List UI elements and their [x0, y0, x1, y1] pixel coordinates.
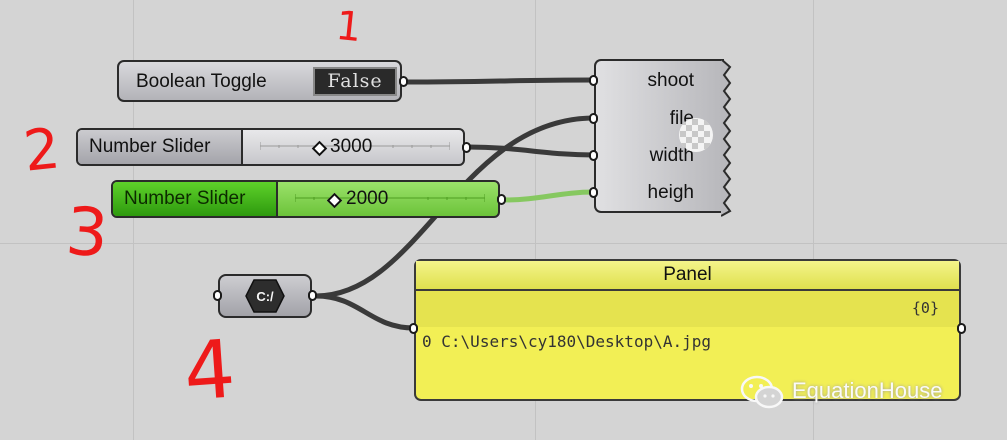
output-port[interactable]	[399, 76, 408, 87]
panel-title: Panel	[416, 261, 959, 291]
panel-value: C:\Users\cy180\Desktop\A.jpg	[441, 332, 711, 351]
annotation-3: 3	[63, 192, 111, 273]
panel-branch-strip	[416, 291, 959, 327]
panel-component[interactable]: Panel {0} 0 C:\Users\cy180\Desktop\A.jpg	[409, 259, 966, 401]
path-icon: C:/	[245, 279, 285, 313]
panel-index: 0	[422, 332, 432, 351]
output-port[interactable]	[462, 142, 471, 153]
annotation-4: 4	[180, 322, 239, 419]
wire-slider-width	[467, 144, 595, 158]
slider-label: Number Slider	[113, 182, 278, 216]
input-port[interactable]	[213, 290, 222, 301]
grid-line	[0, 243, 1007, 244]
wire-path-panel	[315, 293, 415, 331]
watermark-text: EquationHouse	[792, 378, 943, 403]
file-path-component[interactable]: C:/	[213, 274, 317, 318]
checker-icon	[679, 118, 713, 152]
number-slider-width[interactable]: Number Slider 3000	[76, 128, 465, 166]
annotation-2: 2	[20, 116, 63, 185]
input-port-file[interactable]	[589, 113, 598, 124]
slider-track[interactable]: 3000	[243, 130, 463, 164]
input-port-shoot[interactable]	[589, 75, 598, 86]
input-label-shoot: shoot	[647, 70, 694, 91]
annotation-1: 1	[333, 2, 364, 52]
input-label-width: width	[649, 145, 694, 166]
boolean-toggle-value[interactable]: False	[313, 67, 397, 96]
slider-label: Number Slider	[78, 130, 243, 164]
slider-value: 2000	[346, 188, 389, 209]
output-port[interactable]	[957, 323, 966, 334]
input-port-width[interactable]	[589, 150, 598, 161]
slider-ticks	[295, 194, 485, 202]
grid-line	[133, 0, 134, 440]
input-label-height: heigh	[647, 182, 695, 203]
boolean-toggle-label: Boolean Toggle	[136, 71, 267, 92]
panel-branch: {0}	[911, 299, 939, 317]
input-port-height[interactable]	[589, 187, 598, 198]
slider-track[interactable]: 2000	[278, 182, 498, 216]
jagged-edge	[721, 59, 732, 217]
watermark: EquationHouse	[740, 374, 942, 417]
output-port[interactable]	[497, 194, 506, 205]
grid-line	[535, 0, 536, 440]
slider-value: 3000	[330, 136, 373, 157]
path-icon-text: C:/	[256, 289, 274, 304]
capture-component[interactable]: shoot file width heigh	[589, 59, 732, 217]
input-port[interactable]	[409, 323, 418, 334]
wire-slider-height	[502, 189, 595, 203]
wire-toggle-shoot	[404, 77, 595, 85]
boolean-toggle[interactable]: Boolean Toggle False	[117, 60, 408, 102]
panel-content[interactable]: 0 C:\Users\cy180\Desktop\A.jpg	[422, 332, 711, 351]
number-slider-height[interactable]: Number Slider 2000	[111, 180, 500, 218]
wechat-icon	[740, 375, 784, 409]
grid-line	[813, 0, 814, 440]
output-port[interactable]	[308, 290, 317, 301]
